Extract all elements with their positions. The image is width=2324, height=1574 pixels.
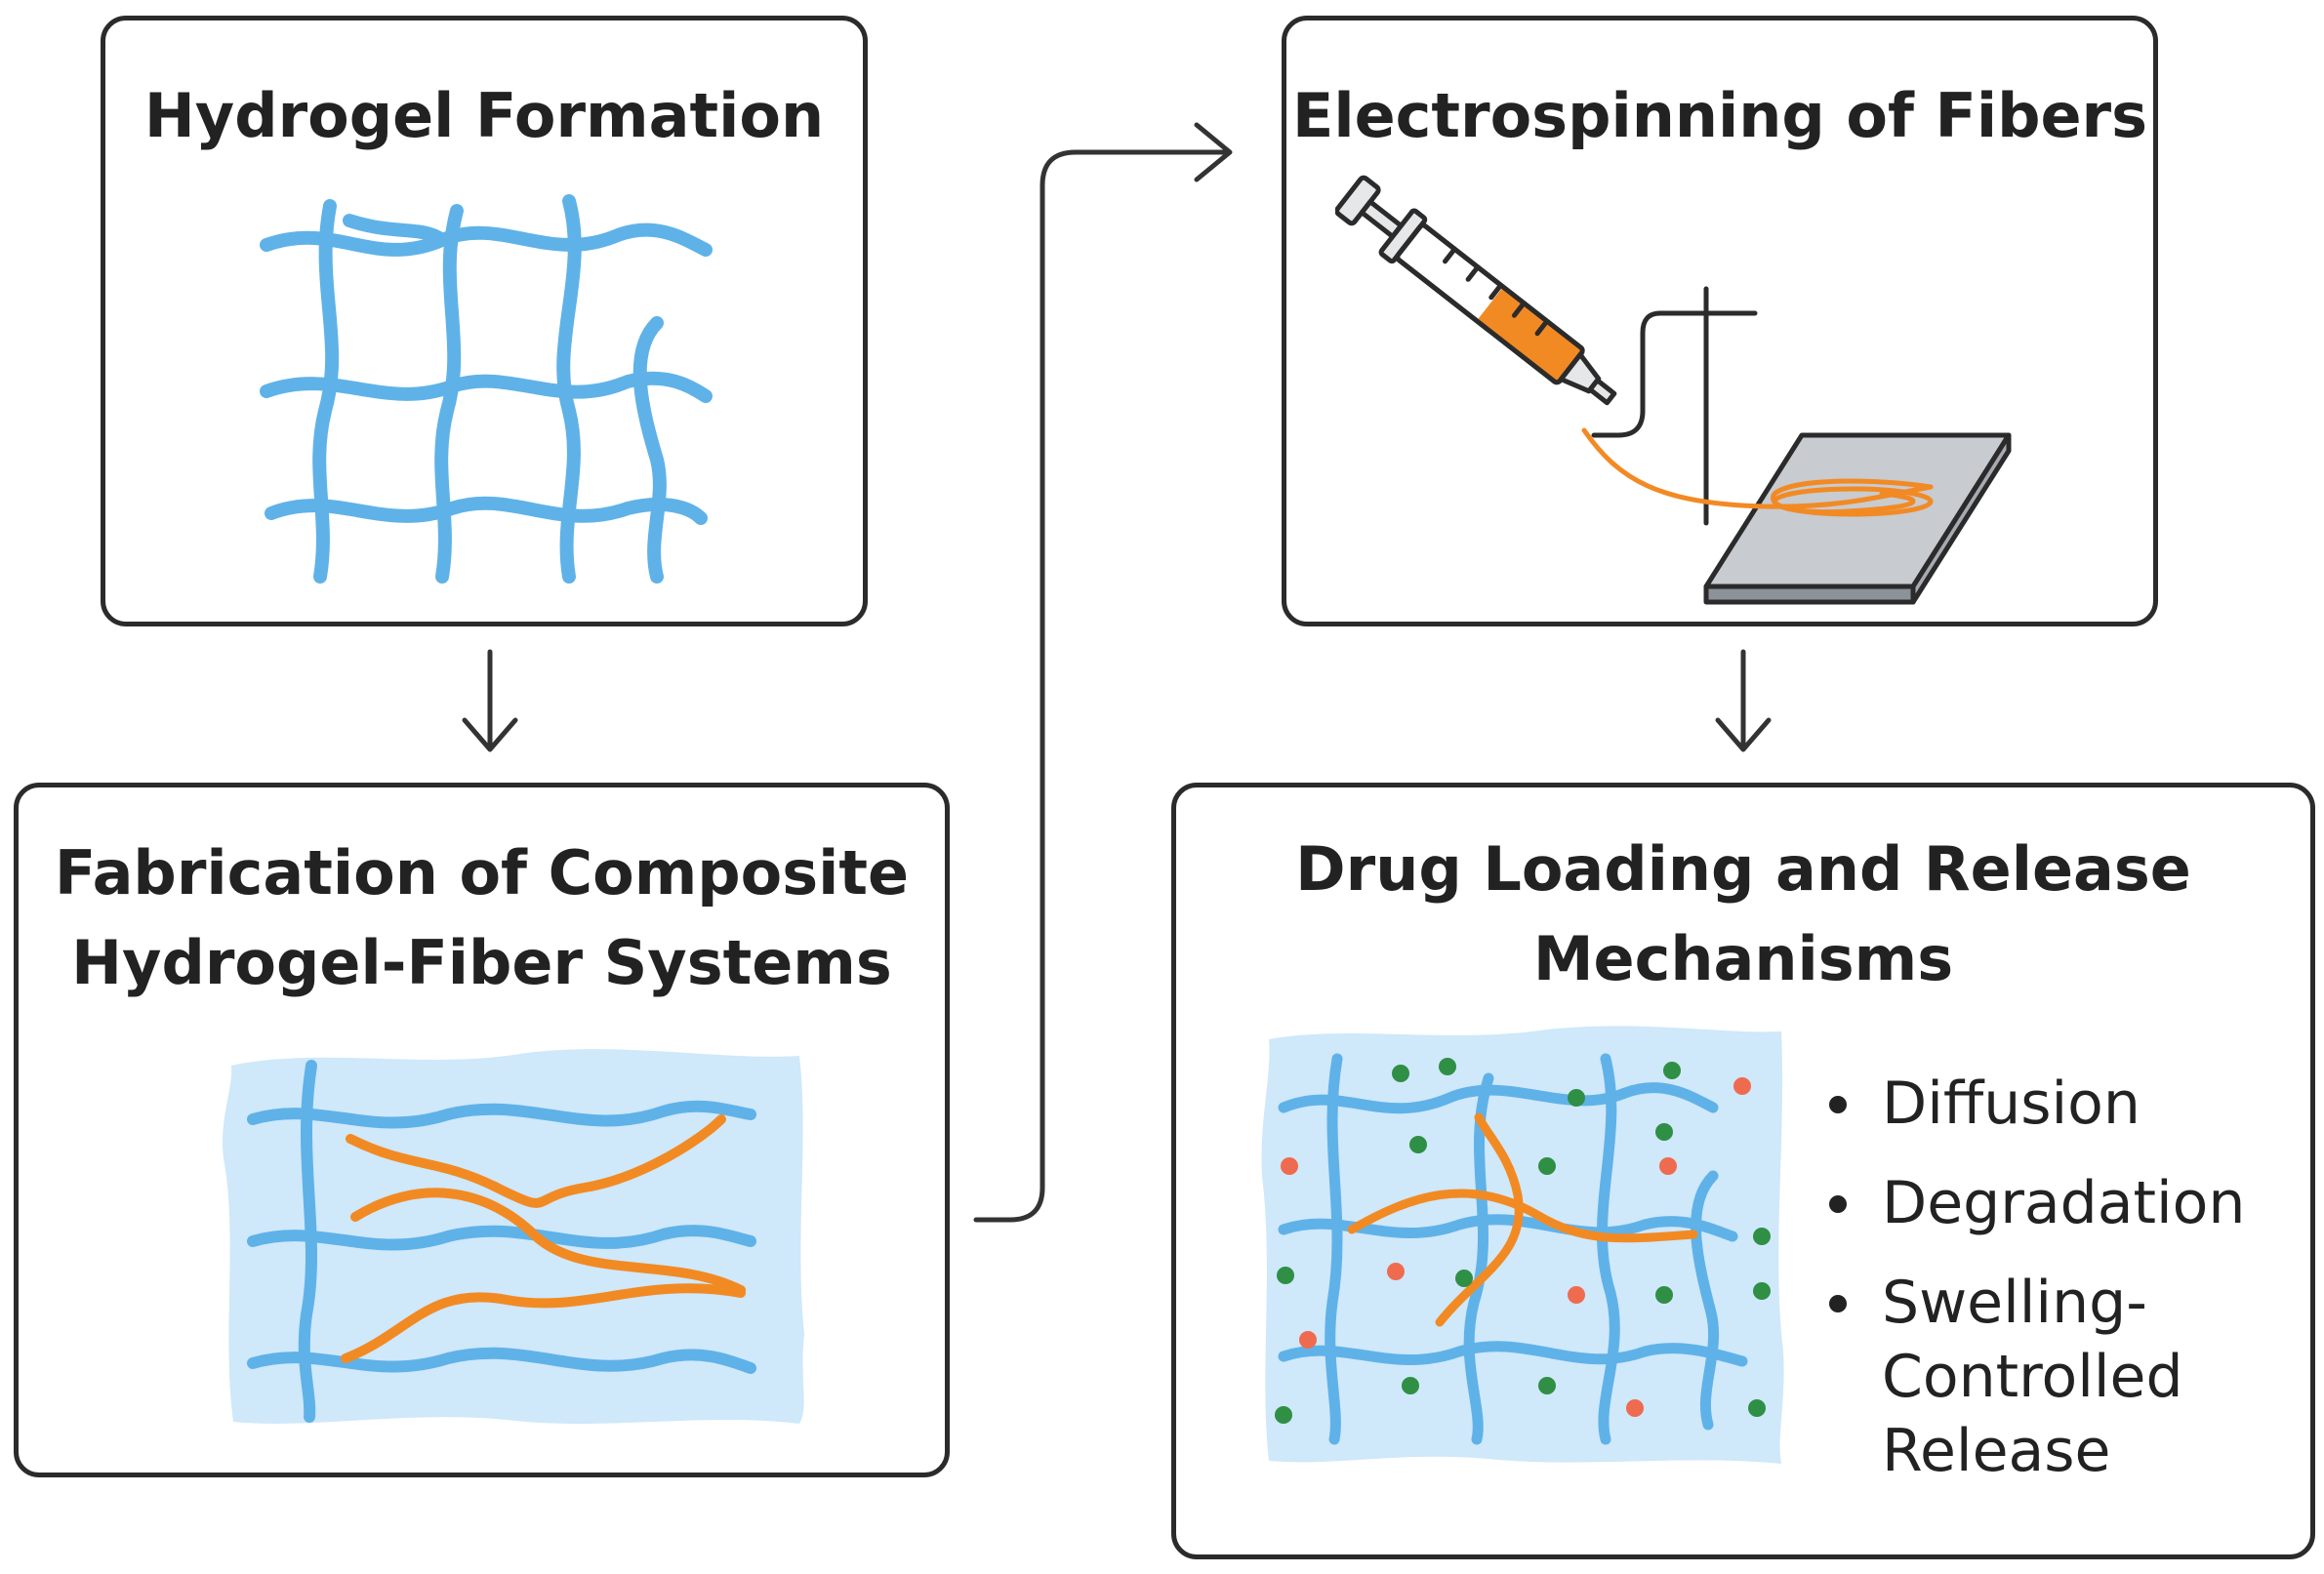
mechanism-label: Swelling- Controlled Release — [1882, 1269, 2183, 1485]
panel-title-drug-line2: Mechanisms — [1532, 923, 1954, 994]
mechanism-item: Swelling- Controlled Release — [1825, 1266, 2245, 1488]
mechanism-list: Diffusion Degradation Swelling- Controll… — [1825, 1067, 2245, 1513]
panel-hydrogel-formation: Hydrogel Formation — [101, 16, 868, 626]
voltage-wire-icon — [1591, 286, 1758, 526]
drug-particles — [1275, 1058, 1771, 1424]
panel-title-hydrogel-formation: Hydrogel Formation — [143, 80, 825, 151]
composite-mesh-icon — [222, 1049, 804, 1424]
syringe-icon — [1335, 175, 1617, 406]
mechanism-label: Diffusion — [1882, 1070, 2141, 1138]
mechanism-item: Degradation — [1825, 1166, 2245, 1240]
panel-composite-fabrication: Fabrication of Composite Hydrogel-Fiber … — [14, 783, 950, 1477]
panel-title-composite-line2: Hydrogel-Fiber Systems — [71, 927, 892, 998]
panel-title-drug: Drug Loading and Release Mechanisms — [1176, 825, 2310, 1004]
drug-loaded-mesh-icon — [1261, 1026, 1784, 1464]
panel-electrospinning: Electrospinning of Fibers — [1282, 16, 2158, 626]
arrow-electrospinning-to-drug — [1715, 649, 1772, 752]
fiber-jet-icon — [1581, 427, 1934, 517]
arrow-hydrogel-to-composite — [462, 649, 518, 752]
arrow-composite-to-electrospinning — [973, 122, 1233, 1223]
mechanism-item: Diffusion — [1825, 1067, 2245, 1141]
mechanism-label: Degradation — [1882, 1169, 2246, 1237]
panel-title-drug-line1: Drug Loading and Release — [1295, 833, 2191, 905]
syringe-collector-icon — [1335, 175, 2012, 605]
panel-drug-loading-release: Drug Loading and Release Mechanisms — [1171, 783, 2315, 1559]
panel-title-electrospinning: Electrospinning of Fibers — [1291, 80, 2148, 151]
panel-title-composite-line1: Fabrication of Composite — [54, 837, 910, 908]
collector-plate-icon — [1703, 432, 2012, 605]
panel-title-composite: Fabrication of Composite Hydrogel-Fiber … — [19, 828, 945, 1008]
hydrogel-network-icon — [260, 194, 713, 584]
